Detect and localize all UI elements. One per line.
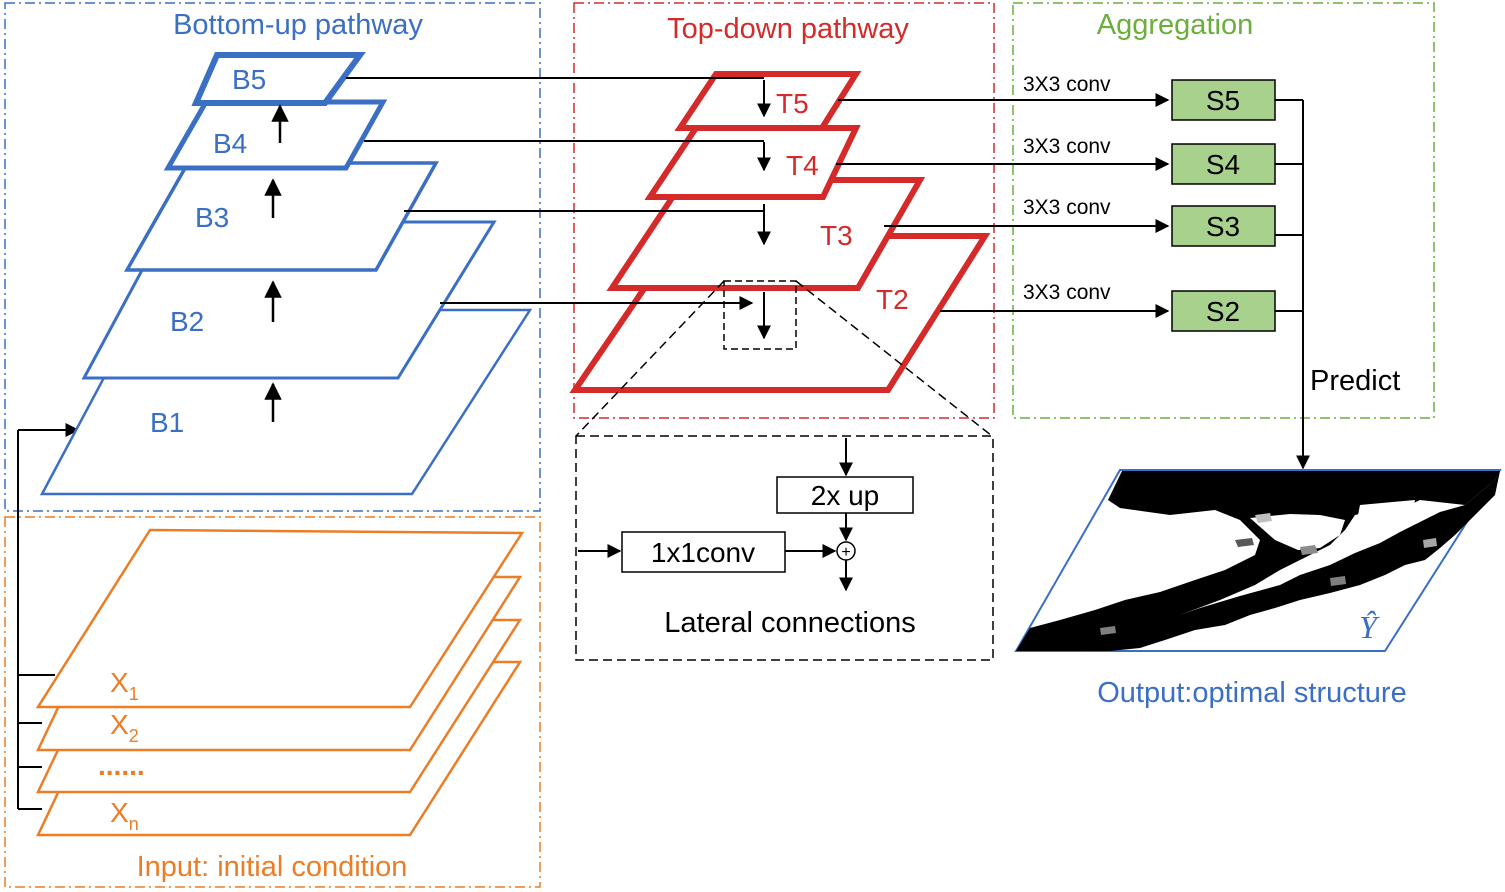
- b3-label: B3: [195, 202, 229, 233]
- lateral-detail-frame: [575, 435, 994, 661]
- output-title: Output:optimal structure: [1097, 677, 1406, 709]
- bottom-up-arrows: [264, 104, 289, 422]
- b2-label: B2: [170, 306, 204, 337]
- conv-1x1-label: 1x1conv: [651, 537, 755, 568]
- output-structure-shape: [1016, 471, 1500, 651]
- input-xn-label: Xn: [110, 797, 139, 834]
- zoom-line-left: [575, 280, 725, 437]
- b3-layer: [123, 161, 439, 272]
- bottom-up-title: Bottom-up pathway: [173, 9, 423, 41]
- t4-layer: [644, 125, 861, 200]
- t5-label: T5: [776, 88, 809, 119]
- conv-label-s4: 3X3 conv: [1023, 135, 1111, 158]
- up-2x-label: 2x up: [811, 480, 880, 511]
- s4-label: S4: [1206, 149, 1240, 180]
- aggregation-arrows: [836, 93, 1170, 318]
- output-structure-holes: [1100, 500, 1437, 635]
- t5-layer: [674, 71, 862, 131]
- aggregation-title: Aggregation: [1097, 9, 1253, 41]
- input-x1-label: X1: [110, 667, 139, 704]
- s2-box: [1171, 290, 1276, 332]
- s5-box: [1171, 79, 1276, 121]
- b1-label: B1: [150, 407, 184, 438]
- conv-1x1-box: [621, 531, 786, 573]
- input-dots: ......: [98, 750, 145, 781]
- s3-label: S3: [1206, 211, 1240, 242]
- lateral-caption: Lateral connections: [664, 607, 916, 639]
- input-layer-1: [35, 528, 525, 709]
- lateral-detail-arrows: [578, 438, 853, 592]
- input-frame: [4, 516, 541, 888]
- s5-label: S5: [1206, 85, 1240, 116]
- b4-label: B4: [213, 128, 247, 159]
- input-title: Input: initial condition: [137, 851, 408, 883]
- aggregation-frame: [1012, 2, 1435, 419]
- b5-layer: [191, 52, 366, 106]
- s3-box: [1171, 205, 1276, 247]
- sum-node-label: +: [841, 544, 850, 561]
- b4-layer: [163, 99, 388, 171]
- t2-label: T2: [876, 284, 909, 315]
- conv-label-s3: 3X3 conv: [1023, 196, 1111, 219]
- t4-label: T4: [786, 150, 819, 181]
- b5-label: B5: [232, 64, 266, 95]
- merge-connector: [1275, 99, 1310, 470]
- t3-label: T3: [820, 220, 853, 251]
- lateral-arrows: [346, 77, 764, 310]
- up-2x-box: [776, 476, 914, 514]
- s4-box: [1171, 143, 1276, 185]
- input-x2-label: X2: [110, 709, 139, 746]
- input-connector: [17, 423, 80, 810]
- y-hat-label: Ŷ: [1359, 609, 1380, 645]
- predict-label: Predict: [1310, 365, 1400, 397]
- conv-label-s2: 3X3 conv: [1023, 281, 1111, 304]
- zoom-region: [723, 280, 797, 350]
- conv-label-s5: 3X3 conv: [1023, 73, 1111, 96]
- top-down-title: Top-down pathway: [667, 13, 909, 45]
- bottom-up-frame: [4, 2, 541, 512]
- s2-label: S2: [1206, 296, 1240, 327]
